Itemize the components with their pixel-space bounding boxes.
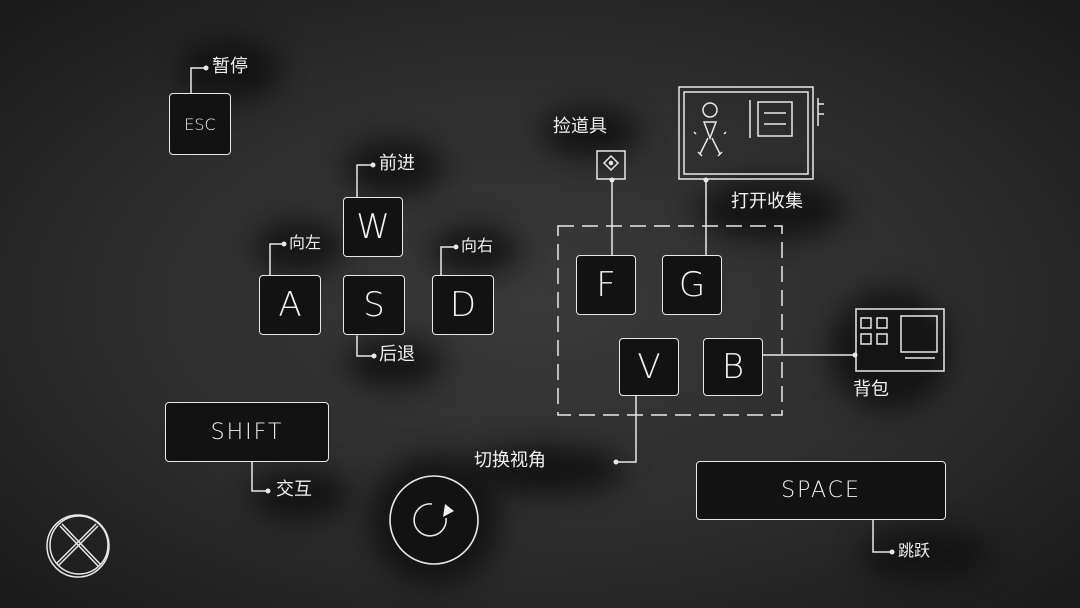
- backpack-label: 背包: [853, 379, 889, 400]
- d-key[interactable]: D: [432, 275, 494, 335]
- s-key[interactable]: S: [343, 275, 405, 335]
- a-key[interactable]: A: [259, 275, 321, 335]
- g-key[interactable]: G: [662, 255, 722, 315]
- close-icon[interactable]: [44, 512, 112, 580]
- forward-label: 前进: [379, 153, 415, 174]
- back-label: 后退: [379, 344, 415, 365]
- b-key[interactable]: B: [703, 338, 763, 396]
- right-label: 向右: [461, 236, 494, 255]
- item-box-icon: [596, 150, 626, 180]
- open-collection-label: 打开收集: [731, 191, 803, 212]
- switch-view-label: 切换视角: [474, 450, 546, 471]
- jump-label: 跳跃: [898, 541, 931, 560]
- character-collection-icon[interactable]: [678, 86, 828, 180]
- rotate-view-icon[interactable]: [388, 474, 480, 566]
- v-key[interactable]: V: [619, 338, 679, 396]
- space-key[interactable]: SPACE: [696, 461, 946, 520]
- backpack-grid-icon[interactable]: [855, 308, 947, 374]
- left-label: 向左: [289, 233, 322, 252]
- f-key[interactable]: F: [576, 255, 636, 315]
- pickup-label: 捡道具: [553, 116, 607, 137]
- esc-key[interactable]: ESC: [169, 93, 231, 155]
- w-key[interactable]: W: [343, 197, 403, 257]
- shift-key[interactable]: SHIFT: [165, 402, 329, 462]
- pause-label: 暂停: [212, 56, 248, 77]
- interact-label: 交互: [276, 479, 312, 500]
